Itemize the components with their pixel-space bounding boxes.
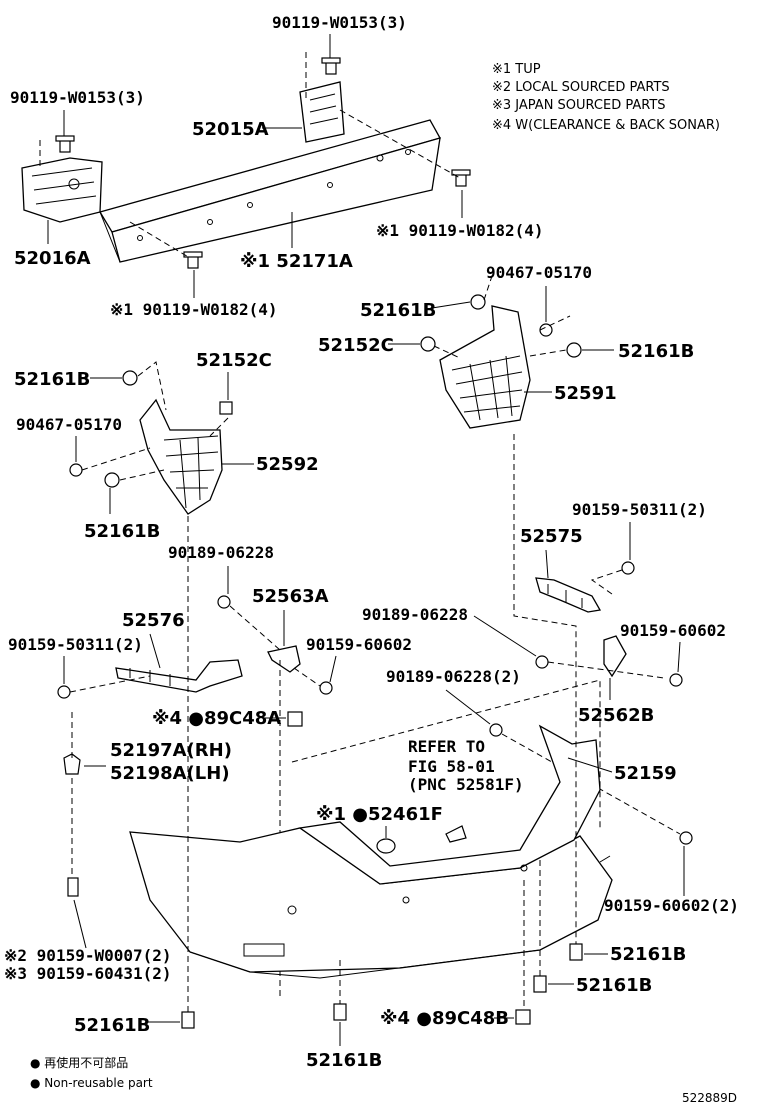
- clip-icon: [104, 472, 120, 488]
- part-number: 90467-05170: [486, 263, 592, 282]
- footnote: ● 再使用不可部品: [30, 1055, 128, 1070]
- part-number: 52161B: [14, 369, 90, 390]
- screw-icon: [539, 323, 553, 337]
- part-number: 52591: [554, 383, 617, 404]
- part-number: 90119-W0153(3): [272, 13, 407, 32]
- part-number: 52161B: [610, 944, 686, 965]
- screw-icon: [679, 831, 693, 845]
- part-number: 52575: [520, 526, 583, 547]
- bumper-cover-drawing: [129, 724, 613, 979]
- refer-text: FIG 58-01: [408, 757, 495, 776]
- screw-icon: [57, 685, 71, 699]
- legend-item: ※4 W(CLEARANCE & BACK SONAR): [492, 118, 720, 133]
- part-number: ※1 90119-W0182(4): [376, 221, 544, 240]
- part-number: ※1 52171A: [240, 251, 353, 272]
- part-number: 52152C: [318, 335, 394, 356]
- part-number: 90189-06228: [362, 605, 468, 624]
- part-number: ※4 ●89C48B: [380, 1008, 509, 1029]
- clip-icon: [533, 975, 547, 993]
- part-number: 52161B: [84, 521, 160, 542]
- part-number: 52592: [256, 454, 319, 475]
- refer-text: REFER TO: [408, 737, 485, 756]
- tup-bolt-icon: [183, 251, 203, 269]
- refer-text: (PNC 52581F): [408, 775, 524, 794]
- screw-icon: [67, 877, 79, 897]
- retainer-right-drawing: [439, 305, 531, 429]
- part-number: 52161B: [576, 975, 652, 996]
- nut-icon: [219, 401, 233, 415]
- part-number: 52576: [122, 610, 185, 631]
- part-number: ※4 ●89C48A: [152, 708, 281, 729]
- part-number: 90189-06228: [168, 543, 274, 562]
- footnote: ● Non-reusable part: [30, 1076, 153, 1090]
- part-number: 52161B: [74, 1015, 150, 1036]
- part-number: 52152C: [196, 350, 272, 371]
- part-number: ※1 90119-W0182(4): [110, 300, 278, 319]
- part-number: 90159-60602: [306, 635, 412, 654]
- screw-icon: [69, 463, 83, 477]
- part-number: 52015A: [192, 119, 269, 140]
- part-number: 90159-50311(2): [8, 635, 143, 654]
- clip-icon: [181, 1011, 195, 1029]
- screw-icon: [621, 561, 635, 575]
- part-number: 52161B: [306, 1050, 382, 1071]
- bolt-icon: [321, 57, 341, 75]
- screw-icon: [535, 655, 549, 669]
- part-number: 90159-60602: [620, 621, 726, 640]
- bracket-52575-drawing: [535, 577, 602, 613]
- part-number: 52198A(LH): [110, 763, 230, 784]
- clip-icon: [566, 342, 582, 358]
- screw-icon: [217, 595, 231, 609]
- clip-icon: [569, 943, 583, 961]
- part-number: 90189-06228(2): [386, 667, 521, 686]
- screw-icon: [669, 673, 683, 687]
- bracket-52576-drawing: [115, 659, 243, 693]
- legend-item: ※1 TUP: [492, 62, 541, 77]
- part-number: 52159: [614, 763, 677, 784]
- tup-bolt-icon: [451, 169, 471, 187]
- legend-item: ※2 LOCAL SOURCED PARTS: [492, 80, 670, 95]
- bracket-52563a-drawing: [267, 645, 301, 673]
- part-number: 52562B: [578, 705, 654, 726]
- legend: ※1 TUP ※2 LOCAL SOURCED PARTS ※3 JAPAN S…: [492, 62, 720, 133]
- part-number: 52016A: [14, 248, 91, 269]
- part-number: 52161B: [360, 300, 436, 321]
- screw-icon: [319, 681, 333, 695]
- bolt-icon: [55, 135, 75, 153]
- part-number: 90159-50311(2): [572, 500, 707, 519]
- clip-icon: [122, 370, 138, 386]
- clip-icon: [333, 1003, 347, 1021]
- legend-item: ※3 JAPAN SOURCED PARTS: [492, 98, 666, 113]
- part-number: 52161B: [618, 341, 694, 362]
- part-number: ※2 90159-W0007(2): [4, 946, 172, 965]
- part-number: ※1 ●52461F: [316, 804, 443, 825]
- part-number: 52563A: [252, 586, 329, 607]
- retainer-icon: [515, 1009, 531, 1025]
- screw-icon: [489, 723, 503, 737]
- clip-icon: [470, 294, 486, 310]
- retainer-left-drawing: [139, 398, 223, 515]
- retainer-icon: [287, 711, 303, 727]
- part-number: 52197A(RH): [110, 740, 232, 761]
- part-number: 90159-60602(2): [604, 896, 739, 915]
- part-number: 90119-W0153(3): [10, 88, 145, 107]
- bracket-52562b-drawing: [603, 635, 627, 678]
- nut-icon: [420, 336, 436, 352]
- bumper-reinforcement-drawing: [21, 81, 441, 263]
- guide-icon: [63, 753, 81, 775]
- part-number: 90467-05170: [16, 415, 122, 434]
- part-number: ※3 90159-60431(2): [4, 964, 172, 983]
- diagram-id: 522889D: [682, 1091, 737, 1105]
